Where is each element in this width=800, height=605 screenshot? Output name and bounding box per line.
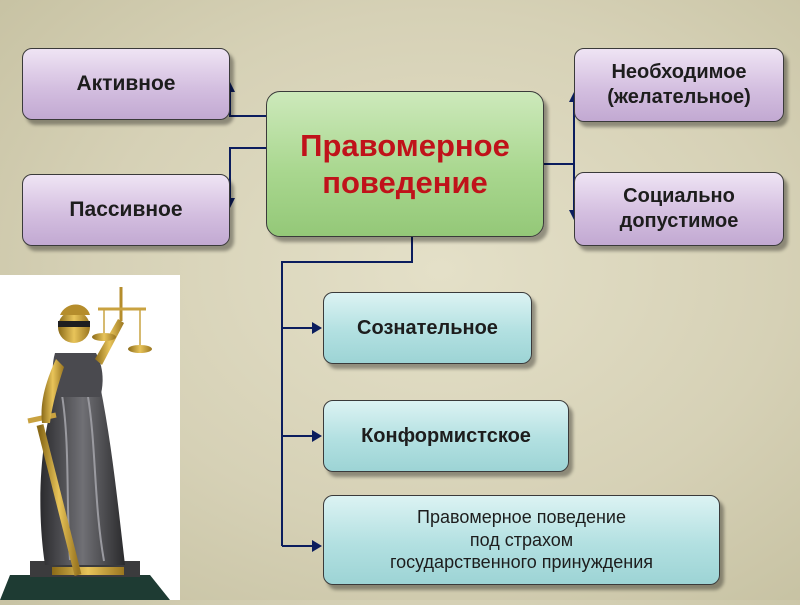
box-conformist: Конформистское (323, 400, 569, 472)
label-center: Правомерное поведение (300, 127, 510, 201)
label-socially-acceptable: Социально допустимое (620, 184, 739, 234)
label-conformist: Конформистское (361, 425, 531, 448)
arrow-right-conscious-icon (312, 322, 322, 334)
connector-active (230, 90, 266, 116)
box-conscious: Сознательное (323, 292, 532, 364)
box-fear-of-coercion: Правомерное поведение под страхом госуда… (323, 495, 720, 585)
box-passive: Пассивное (22, 174, 230, 246)
lady-justice-icon (0, 275, 180, 600)
connector-passive (230, 148, 266, 200)
box-necessary: Необходимое (желательное) (574, 48, 784, 122)
box-socially-acceptable: Социально допустимое (574, 172, 784, 246)
box-center: Правомерное поведение (266, 91, 544, 237)
arrow-right-conform-icon (312, 430, 322, 442)
arrow-right-fear-icon (312, 540, 322, 552)
justice-statue-image (0, 275, 180, 600)
label-necessary: Необходимое (желательное) (607, 60, 751, 110)
label-passive: Пассивное (69, 198, 182, 222)
label-fear-of-coercion: Правомерное поведение под страхом госуда… (390, 506, 653, 574)
box-active: Активное (22, 48, 230, 120)
label-conscious: Сознательное (357, 317, 498, 340)
label-active: Активное (77, 72, 176, 96)
